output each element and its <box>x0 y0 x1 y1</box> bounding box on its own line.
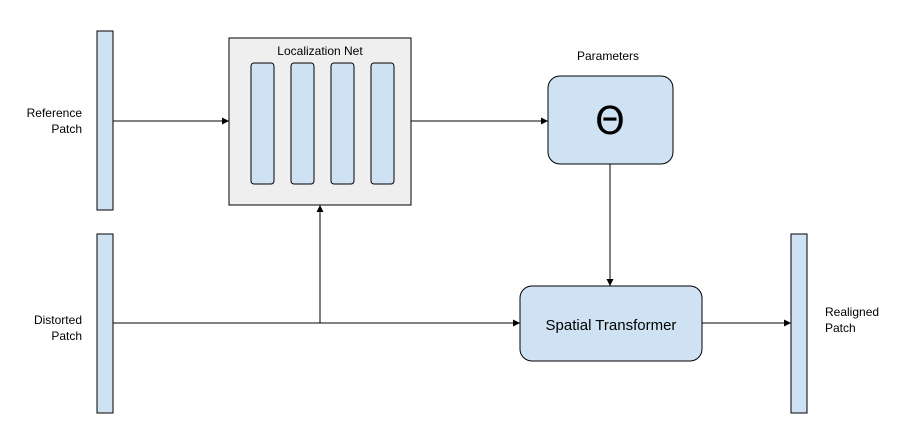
distorted-patch-label-line1: Distorted <box>34 313 82 327</box>
localization-layer-1 <box>250 62 275 185</box>
spatial-transformer-box <box>519 285 703 362</box>
reference-patch-label-line1: Reference <box>27 106 83 120</box>
localization-layer-2 <box>290 62 315 185</box>
reference-patch-label-line2: Patch <box>51 122 82 136</box>
localization-net: Localization Net <box>228 37 412 206</box>
parameters-label: Parameters <box>577 49 639 63</box>
distorted-patch-bar <box>96 233 114 414</box>
localization-layer-3 <box>330 62 355 185</box>
theta-symbol: Θ <box>595 99 625 143</box>
realigned-patch-label-line2: Patch <box>825 321 856 335</box>
parameters-theta-box <box>547 75 674 165</box>
spatial-transformer-label: Spatial Transformer <box>546 317 677 334</box>
realigned-patch-bar <box>790 233 808 414</box>
realigned-patch-label-line1: Realigned <box>825 305 879 319</box>
localization-layer-4 <box>370 62 395 185</box>
distorted-patch-label-line2: Patch <box>51 329 82 343</box>
reference-patch-bar <box>96 30 114 211</box>
localization-net-title: Localization Net <box>277 44 363 58</box>
